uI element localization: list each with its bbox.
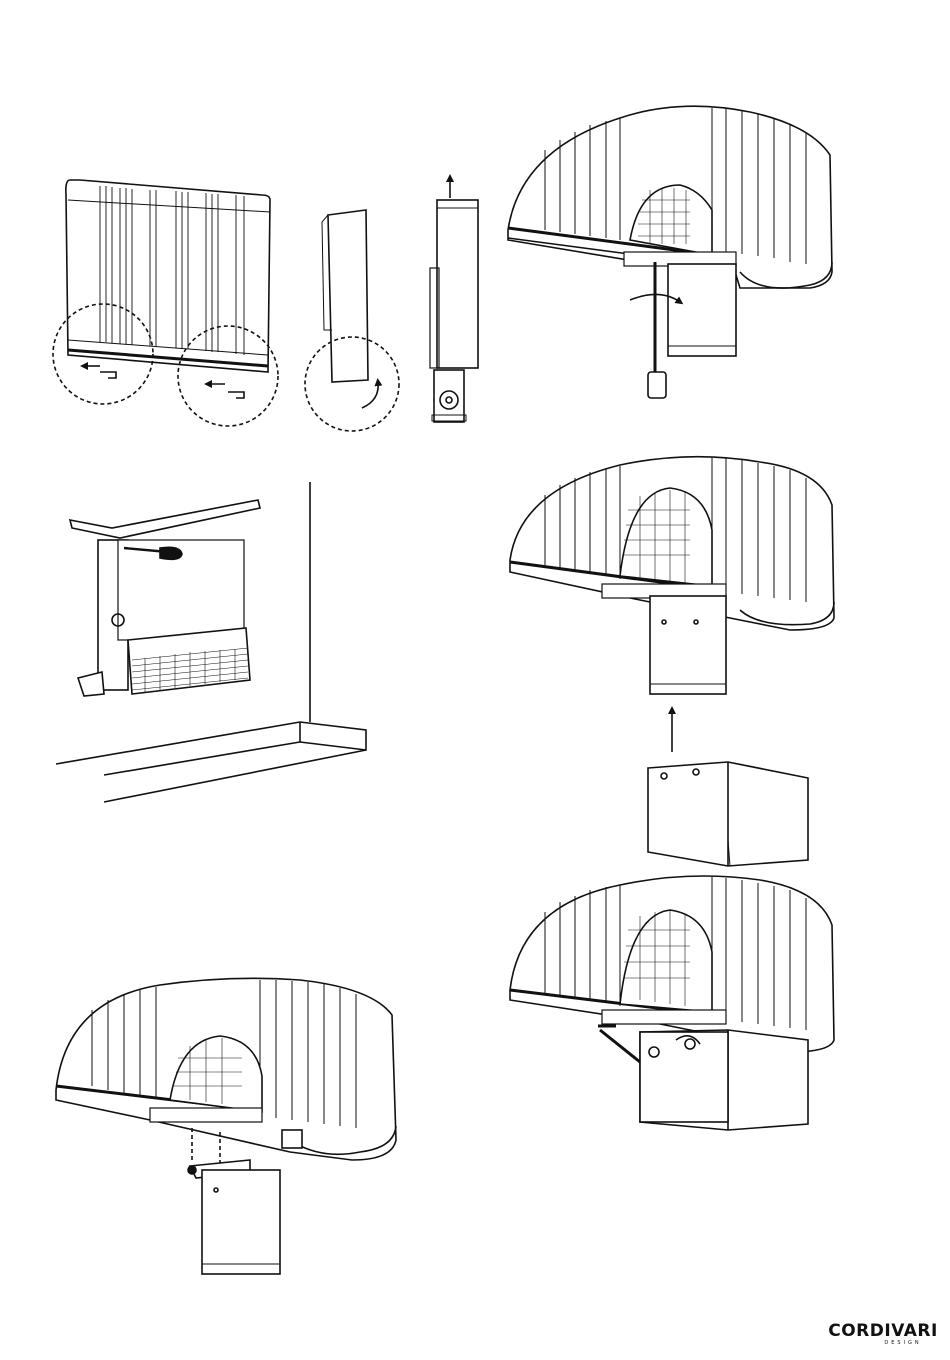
brand-logo: CORDIVARI DESIGN [828, 1322, 938, 1347]
radiator-side-tilt-icon [305, 210, 399, 431]
cover-screw-fix-icon [56, 978, 396, 1274]
brand-subtitle: DESIGN [868, 1340, 938, 1347]
hex-key-fix-icon [510, 876, 834, 1130]
radiator-side-lift-icon [430, 178, 478, 422]
cover-slide-up-icon [510, 457, 834, 866]
radiator-front-view-icon [53, 180, 278, 426]
valve-cover-detail-icon [508, 106, 832, 398]
brand-name: CORDIVARI [828, 1322, 938, 1340]
wall-bracket-screwdriver-icon [56, 482, 366, 802]
